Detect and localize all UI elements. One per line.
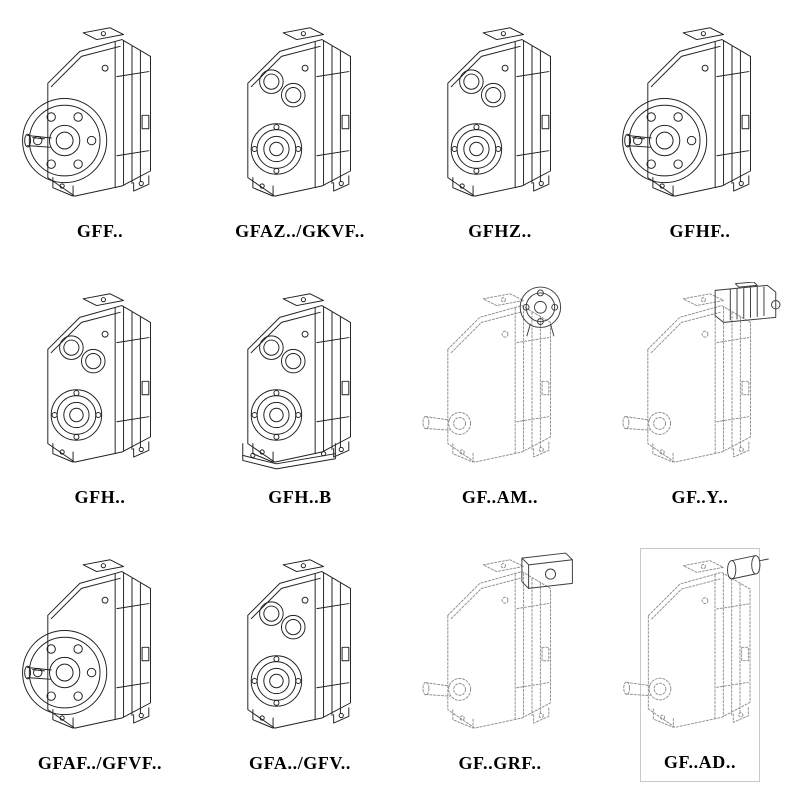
- gearbox-adapter-box-drawing: [422, 552, 573, 729]
- model-label: GF..Y..: [671, 487, 729, 507]
- model-label: GFAZ../GKVF..: [235, 221, 365, 241]
- model-label: GF..AD..: [663, 752, 737, 772]
- model-label: GFF..: [76, 221, 124, 241]
- catalog-cell-gfaf-gfvf: GFAF../GFVF..: [22, 548, 163, 782]
- catalog-cell-gfhz: GFHZ..: [440, 16, 560, 250]
- catalog-cell-gfh-b: GFH..B: [240, 282, 360, 516]
- catalog-cell-gfh: GFH..: [40, 282, 160, 516]
- gearbox-bores-drawing: [247, 559, 351, 729]
- catalog-cell-gf-grf: GF..GRF..: [422, 548, 573, 782]
- gearbox-flange-drawing: [22, 559, 151, 729]
- gearbox-motor-drawing: [622, 282, 781, 463]
- catalog-cell-gff: GFF..: [22, 16, 160, 250]
- gearbox-flange-drawing: [622, 27, 751, 197]
- model-label: GFH..: [74, 487, 126, 507]
- model-label: GF..GRF..: [458, 753, 542, 773]
- model-label: GFAF../GFVF..: [37, 753, 163, 773]
- catalog-cell-gf-y: GF..Y..: [622, 282, 781, 516]
- gearbox-bores-drawing: [247, 27, 351, 197]
- gearbox-bores-base-drawing: [242, 293, 351, 470]
- catalog-cell-gfa-gfv: GFA../GFV..: [240, 548, 360, 782]
- gearbox-flange-drawing: [22, 27, 151, 197]
- model-label: GFA../GFV..: [249, 753, 351, 773]
- gearbox-adapter-flange-drawing: [422, 286, 562, 463]
- catalog-cell-gfaz-gkvf: GFAZ../GKVF..: [235, 16, 364, 250]
- model-label: GF..AM..: [461, 487, 539, 507]
- gearbox-input-adapter-drawing: [623, 555, 769, 728]
- model-label: GFHZ..: [468, 221, 532, 241]
- model-label: GFH..B: [268, 487, 332, 507]
- gearbox-bores-drawing: [447, 27, 551, 197]
- catalog-cell-gf-am: GF..AM..: [422, 282, 562, 516]
- gearbox-bores-drawing: [47, 293, 151, 463]
- catalog-cell-gf-ad: GF..AD..: [623, 548, 769, 782]
- model-label: GFHF..: [669, 221, 731, 241]
- catalog-cell-gfhf: GFHF..: [622, 16, 760, 250]
